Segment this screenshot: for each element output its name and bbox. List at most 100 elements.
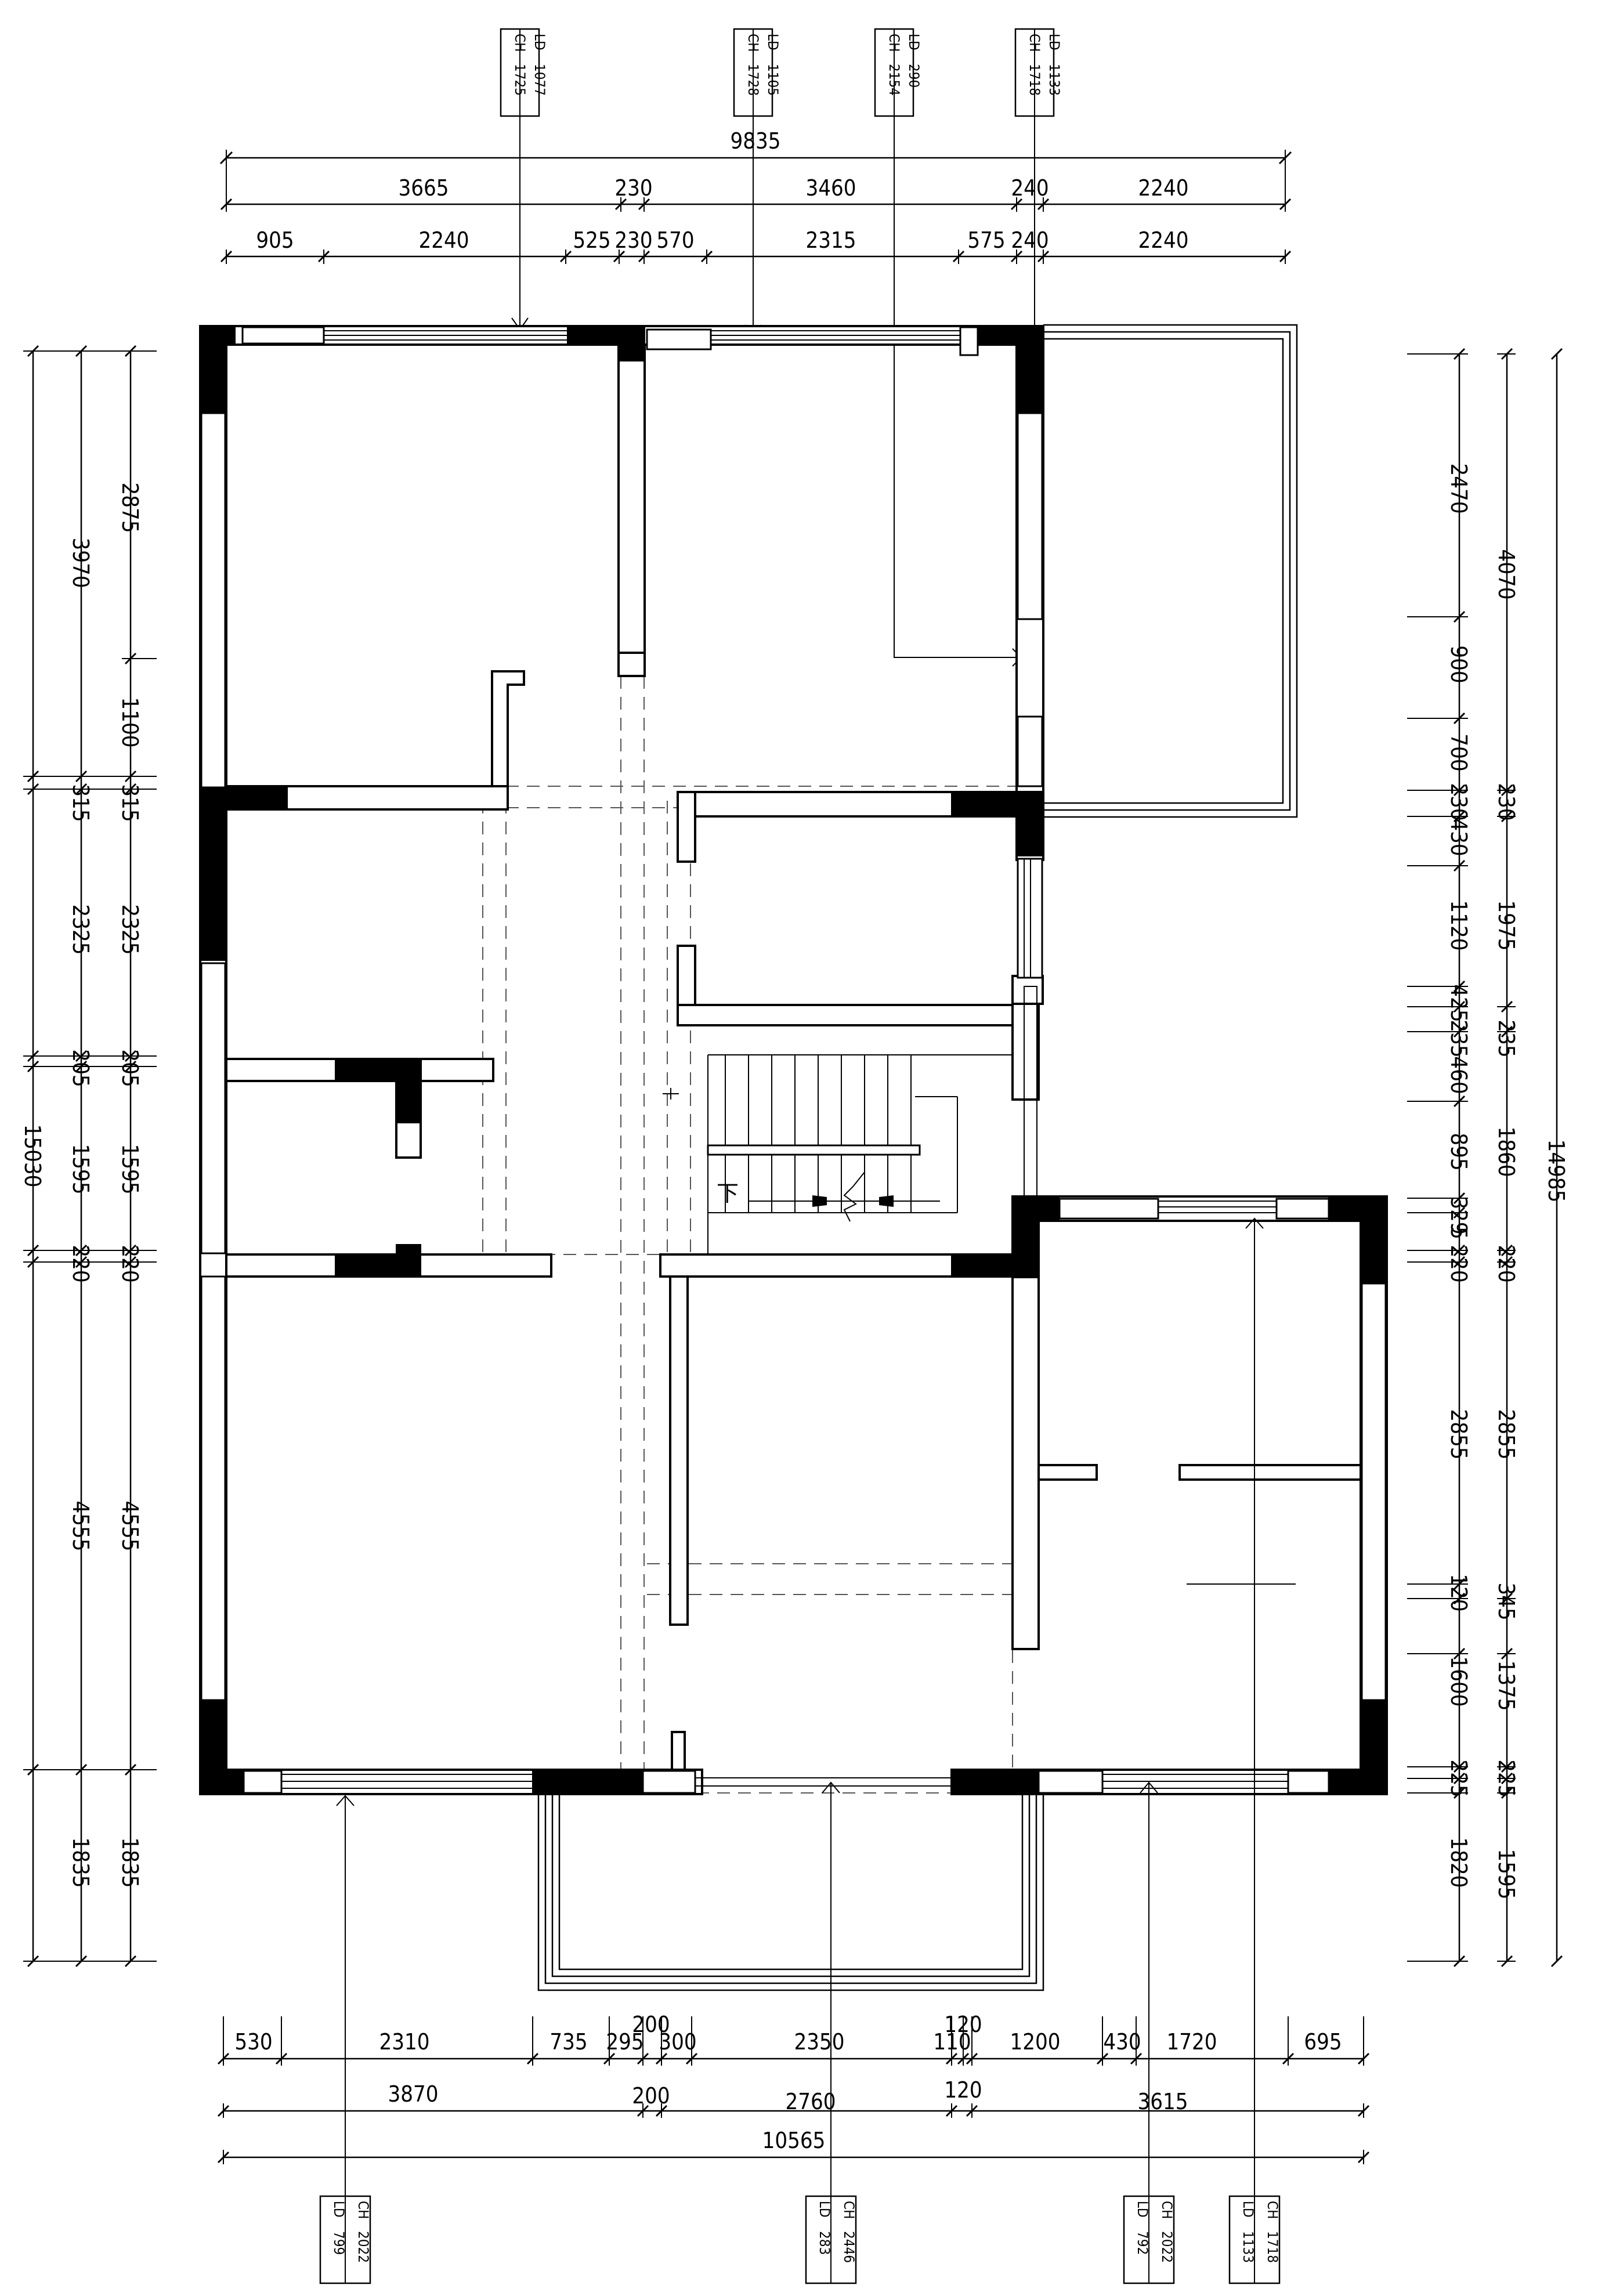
svg-text:2240: 2240 — [419, 227, 469, 253]
svg-text:2446: 2446 — [841, 2231, 857, 2263]
svg-text:240: 240 — [1011, 227, 1049, 253]
right-dimensions: 14985 2470 900 700 230 430 1120 425 235 … — [1407, 348, 1569, 1968]
svg-text:2855: 2855 — [1494, 1409, 1519, 1460]
dashed-guides — [229, 676, 1021, 1794]
svg-text:200: 200 — [632, 2012, 670, 2037]
svg-text:200: 200 — [632, 2083, 670, 2109]
svg-text:230: 230 — [1494, 783, 1519, 820]
svg-text:799: 799 — [331, 2231, 347, 2255]
svg-text:1077: 1077 — [532, 64, 548, 96]
svg-text:1725: 1725 — [512, 64, 528, 96]
stair-down-mark: 下 — [717, 1181, 739, 1206]
svg-text:895: 895 — [1446, 1133, 1472, 1170]
window-tag-bottom-3: LD 792 CH 2022 — [1123, 1781, 1175, 2284]
svg-text:2325: 2325 — [68, 905, 93, 955]
svg-text:2470: 2470 — [1446, 464, 1472, 514]
svg-text:230: 230 — [614, 175, 652, 201]
svg-text:2154: 2154 — [886, 64, 902, 96]
svg-text:1133: 1133 — [1240, 2231, 1256, 2263]
svg-text:CH: CH — [841, 2201, 857, 2219]
svg-text:5: 5 — [1446, 1227, 1472, 1239]
window-tag-top-2: CH 1728 LD 1105 — [733, 28, 781, 337]
svg-text:3615: 3615 — [1138, 2089, 1188, 2114]
svg-text:1375: 1375 — [1494, 1661, 1519, 1711]
svg-text:1975: 1975 — [1494, 901, 1519, 951]
svg-text:235: 235 — [1494, 1019, 1519, 1057]
svg-text:120: 120 — [1446, 1574, 1472, 1611]
svg-text:460: 460 — [1446, 1056, 1472, 1094]
svg-text:1718: 1718 — [1026, 64, 1043, 96]
svg-text:1720: 1720 — [1167, 2029, 1217, 2055]
svg-text:CH: CH — [745, 34, 761, 52]
window-tag-bottom-1: LD 799 CH 2022 — [319, 1795, 371, 2284]
svg-text:1200: 1200 — [1010, 2029, 1061, 2055]
svg-text:230: 230 — [1446, 783, 1472, 820]
window-tag-top-3: CH 2154 LD 290 — [874, 28, 1022, 667]
svg-text:220: 220 — [68, 1245, 93, 1282]
right-balcony — [1043, 324, 1298, 818]
bottom-dimensions: 530 2310 735 295 200 300 2350 110 120 12… — [217, 2012, 1370, 2164]
svg-text:430: 430 — [1446, 818, 1472, 856]
svg-text:15030: 15030 — [20, 1125, 45, 1188]
svg-text:CH: CH — [355, 2201, 371, 2219]
svg-text:345: 345 — [1494, 1582, 1519, 1620]
top-dimensions: 9835 3665 230 3460 240 2240 905 2240 525… — [219, 128, 1292, 264]
svg-text:2315: 2315 — [806, 227, 856, 253]
svg-text:CH: CH — [1026, 34, 1043, 52]
svg-text:300: 300 — [659, 2029, 696, 2055]
svg-text:225: 225 — [1446, 1759, 1472, 1797]
svg-text:3665: 3665 — [399, 175, 449, 201]
svg-text:329: 329 — [1446, 1196, 1472, 1234]
window-tag-bottom-2: LD 283 CH 2446 — [805, 1781, 857, 2284]
svg-text:1595: 1595 — [68, 1144, 93, 1195]
svg-text:240: 240 — [1011, 175, 1049, 201]
svg-text:LD: LD — [1240, 2201, 1256, 2218]
svg-text:LD: LD — [1134, 2201, 1151, 2218]
svg-text:1728: 1728 — [745, 64, 761, 96]
svg-text:120: 120 — [944, 2012, 982, 2037]
svg-text:695: 695 — [1304, 2029, 1342, 2055]
svg-text:CH: CH — [1159, 2201, 1175, 2219]
svg-text:205: 205 — [117, 1049, 143, 1087]
svg-text:735: 735 — [549, 2029, 587, 2055]
svg-text:14985: 14985 — [1543, 1140, 1569, 1203]
svg-text:2022: 2022 — [355, 2231, 371, 2263]
svg-text:10565: 10565 — [762, 2128, 826, 2153]
svg-text:905: 905 — [256, 227, 294, 253]
svg-text:225: 225 — [1494, 1759, 1519, 1797]
svg-text:CH: CH — [1264, 2201, 1281, 2219]
svg-text:1600: 1600 — [1446, 1657, 1472, 1707]
svg-text:LD: LD — [1046, 34, 1062, 50]
svg-text:3970: 3970 — [68, 538, 93, 588]
svg-text:235: 235 — [1446, 1019, 1472, 1057]
svg-text:2310: 2310 — [379, 2029, 430, 2055]
left-dimensions: 15030 3970 315 2325 205 1595 220 4555 18… — [20, 345, 157, 1968]
window-tag-top-4: CH 1718 LD 1133 — [1014, 28, 1062, 924]
svg-text:1133: 1133 — [1046, 64, 1062, 96]
svg-text:1595: 1595 — [117, 1144, 143, 1195]
svg-text:295: 295 — [606, 2029, 643, 2055]
svg-text:315: 315 — [117, 784, 143, 822]
svg-text:1860: 1860 — [1494, 1127, 1519, 1177]
svg-text:9835: 9835 — [731, 128, 781, 154]
svg-text:570: 570 — [656, 227, 694, 253]
svg-text:1120: 1120 — [1446, 901, 1472, 951]
svg-text:220: 220 — [117, 1245, 143, 1282]
svg-text:425: 425 — [1446, 984, 1472, 1022]
svg-text:792: 792 — [1134, 2231, 1151, 2255]
window-tag-bottom-4: LD 1133 CH 1718 — [1228, 1217, 1281, 2284]
svg-text:1100: 1100 — [117, 697, 143, 748]
svg-text:2240: 2240 — [1138, 175, 1189, 201]
svg-text:283: 283 — [816, 2231, 833, 2255]
svg-text:4070: 4070 — [1494, 549, 1519, 600]
svg-text:575: 575 — [967, 227, 1005, 253]
svg-text:1595: 1595 — [1494, 1849, 1519, 1900]
svg-text:220: 220 — [1446, 1245, 1472, 1282]
svg-text:2325: 2325 — [117, 905, 143, 955]
svg-text:3460: 3460 — [806, 175, 856, 201]
svg-text:4555: 4555 — [117, 1501, 143, 1552]
svg-text:CH: CH — [512, 34, 528, 52]
svg-text:700: 700 — [1446, 733, 1472, 771]
svg-text:220: 220 — [1494, 1245, 1519, 1282]
